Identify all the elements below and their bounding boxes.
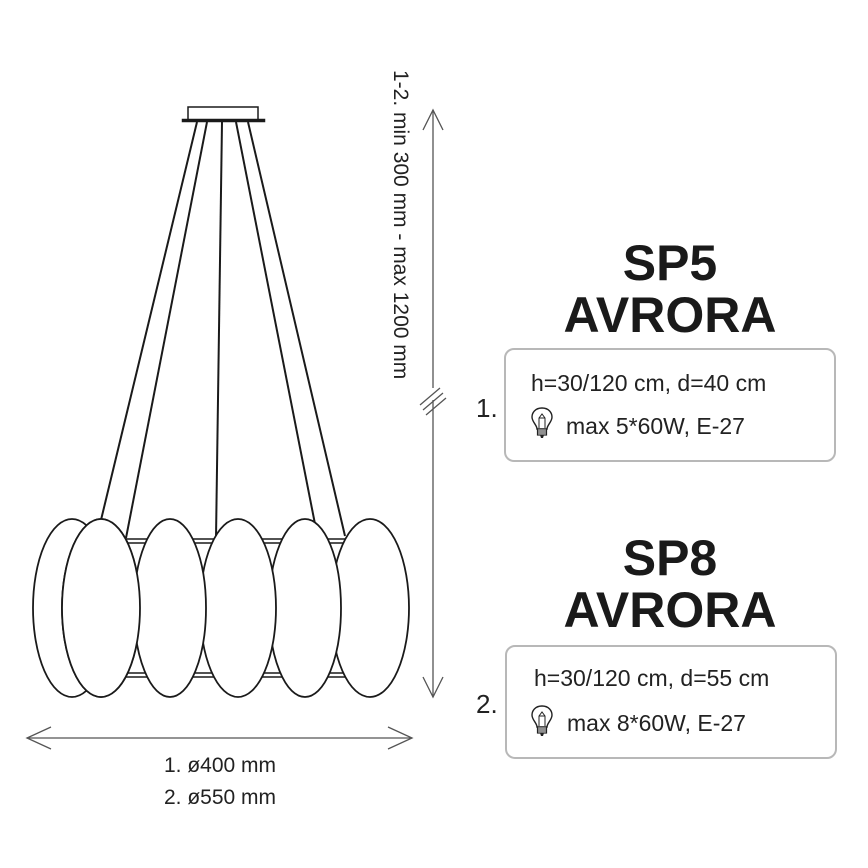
diameter-label-2: 2. ø550 mm — [163, 786, 277, 809]
glass-shades-front — [61, 518, 141, 698]
suspension-cables — [100, 121, 346, 539]
diameter-dimension-arrow — [25, 726, 414, 750]
model-2-spec-box: h=30/120 cm, d=55 cm max 8*60W, E-27 — [505, 645, 837, 759]
model-1-power: max 5*60W, E-27 — [566, 413, 745, 439]
model-2-index: 2. — [476, 689, 498, 719]
model-1-dimensions: h=30/120 cm, d=40 cm — [531, 370, 767, 396]
model-1-spec-box: h=30/120 cm, d=40 cm max 5*60W, E-27 — [504, 348, 836, 462]
diameter-label-1: 1. ø400 mm — [163, 754, 277, 777]
height-range-label: 1-2. min 300 mm - max 1200 mm — [389, 70, 412, 380]
model-2-name: AVRORA — [563, 582, 777, 638]
height-dimension-arrow — [419, 108, 447, 699]
model-1-code: SP5 — [622, 235, 718, 291]
model-2-dimensions: h=30/120 cm, d=55 cm — [534, 665, 770, 691]
light-bulb-icon — [531, 705, 553, 736]
model-1-name: AVRORA — [563, 287, 777, 343]
ceiling-canopy — [181, 106, 266, 123]
model-2-power: max 8*60W, E-27 — [567, 710, 746, 736]
light-bulb-icon — [531, 407, 553, 438]
model-2-code: SP8 — [622, 530, 718, 586]
model-1-index: 1. — [476, 393, 498, 423]
